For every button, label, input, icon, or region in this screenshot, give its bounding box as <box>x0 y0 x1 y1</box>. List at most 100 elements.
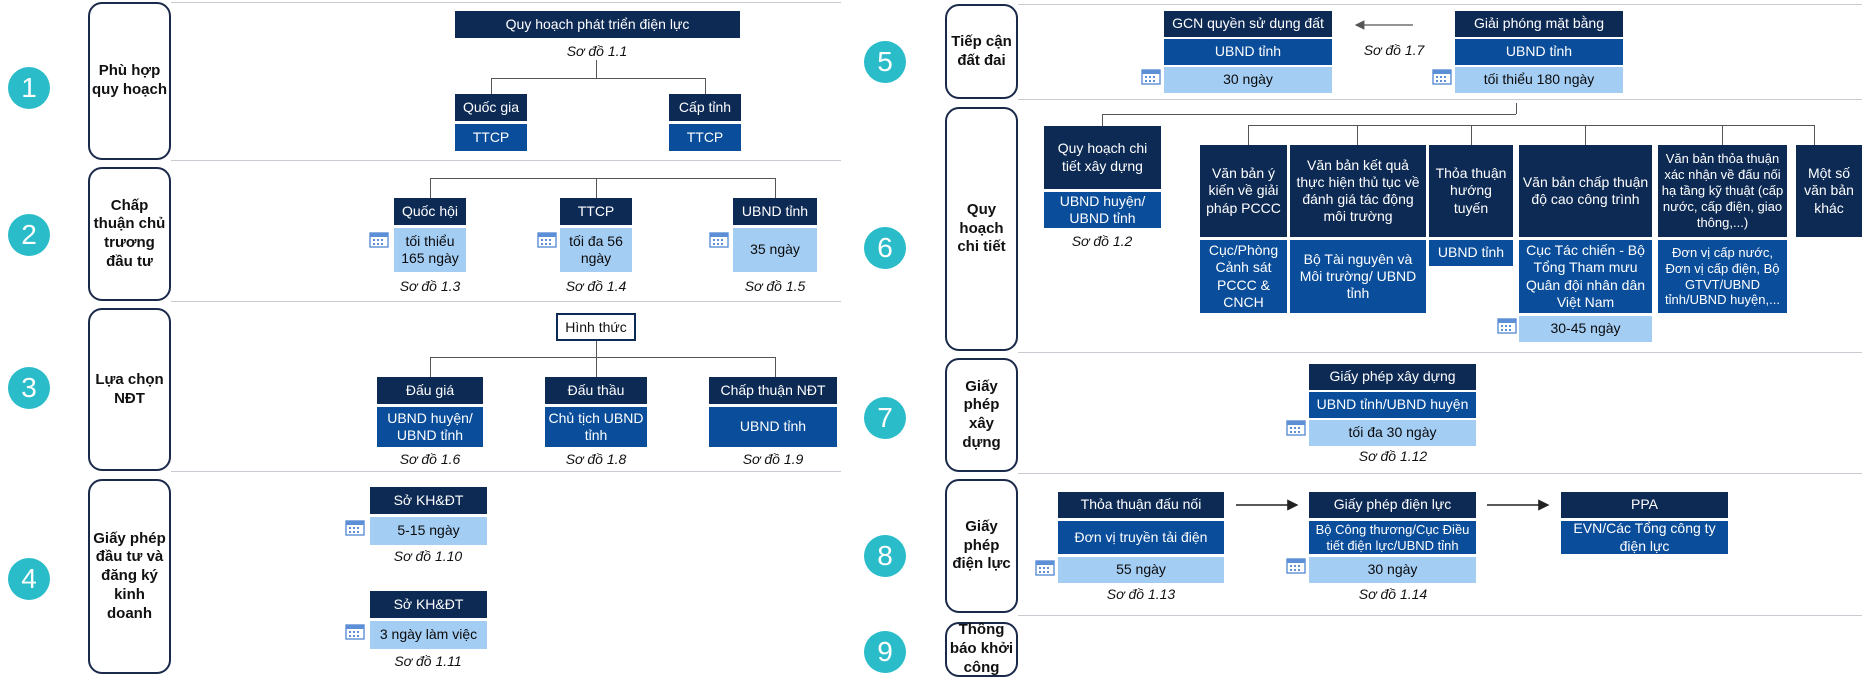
stage-label-2: Chấp thuận chủ trương đầu tư <box>88 167 171 301</box>
auction-box: Đấu giá <box>377 377 483 404</box>
calendar-icon <box>1141 69 1161 85</box>
route-authority-box: UBND tỉnh <box>1429 240 1513 266</box>
connector <box>705 78 706 94</box>
stage-label-3: Lựa chọn NĐT <box>88 308 171 471</box>
row-divider <box>171 160 841 161</box>
land-use-certificate-box: GCN quyền sử dụng đất <box>1164 11 1332 37</box>
calendar-icon <box>537 232 557 248</box>
connector <box>775 178 776 198</box>
stage-label-6: Quy hoạch chi tiết <box>945 107 1018 351</box>
connector <box>1357 125 1358 145</box>
connector <box>430 357 431 377</box>
connector <box>430 178 431 198</box>
dpi-time-2: 3 ngày làm việc <box>370 621 487 649</box>
planning-top-box: Quy hoạch phát triển điện lực <box>455 11 740 38</box>
connector <box>596 357 597 377</box>
calendar-icon <box>1286 558 1306 574</box>
bidding-authority-box: Chủ tịch UBND tỉnh <box>545 407 647 447</box>
connector <box>1102 114 1103 126</box>
step-number-9: 9 <box>864 631 906 673</box>
connector <box>430 357 775 358</box>
other-documents-box: Một số văn bản khác <box>1796 145 1862 237</box>
connector <box>596 60 597 78</box>
calendar-icon <box>1035 560 1055 576</box>
stage-label-7: Giấy phép xây dựng <box>945 358 1018 472</box>
connector <box>1585 125 1586 145</box>
diagram-caption: Sơ đồ 1.3 <box>399 278 461 294</box>
connector <box>1471 125 1472 145</box>
connector <box>430 178 775 179</box>
electricity-license-time: 30 ngày <box>1309 557 1476 583</box>
ppa-authority-box: EVN/Các Tổng công ty điện lực <box>1561 520 1728 554</box>
infrastructure-authority-box: Đơn vị cấp nước, Đơn vị cấp điện, Bộ GTV… <box>1658 240 1787 313</box>
grid-connection-authority-box: Đơn vị truyền tải điện <box>1058 521 1224 554</box>
connector <box>1722 125 1723 145</box>
step-number-3: 3 <box>8 367 50 409</box>
fire-safety-authority-box: Cục/Phòng Cảnh sát PCCC & CNCH <box>1200 240 1287 313</box>
national-assembly-time: tối thiểu 165 ngày <box>394 228 466 272</box>
diagram-caption: Sơ đồ 1.7 <box>1363 42 1425 58</box>
diagram-caption: Sơ đồ 1.14 <box>1358 586 1428 602</box>
connector <box>1248 125 1814 126</box>
step-number-1: 1 <box>8 67 50 109</box>
site-clearance-time: tối thiểu 180 ngày <box>1455 67 1623 93</box>
diagram-caption: Sơ đồ 1.11 <box>394 653 462 669</box>
stage-label-1: Phù hợp quy hoạch <box>88 2 171 160</box>
government-box: TTCP <box>560 198 632 225</box>
government-time: tối đa 56 ngày <box>560 228 632 272</box>
calendar-icon <box>1497 318 1517 334</box>
diagram-caption: Sơ đồ 1.2 <box>1071 233 1133 249</box>
connector <box>1248 125 1249 145</box>
row-divider <box>1018 352 1862 353</box>
stage-label-8: Giấy phép điện lực <box>945 479 1018 613</box>
environmental-authority-box: Bộ Tài nguyên và Môi trường/ UBND tỉnh <box>1290 240 1426 313</box>
diagram-caption: Sơ đồ 1.13 <box>1106 586 1176 602</box>
detailed-plan-authority-box: UBND huyện/ UBND tỉnh <box>1044 192 1161 228</box>
national-box: Quốc gia <box>455 94 527 121</box>
land-use-authority-box: UBND tỉnh <box>1164 39 1332 65</box>
diagram-caption: Sơ đồ 1.5 <box>744 278 806 294</box>
ppa-box: PPA <box>1561 492 1728 518</box>
diagram-caption: Sơ đồ 1.10 <box>393 548 463 564</box>
stage-label-5: Tiếp cận đất đai <box>945 4 1018 99</box>
calendar-icon <box>345 520 365 536</box>
row-divider <box>1018 473 1862 474</box>
national-authority-box: TTCP <box>455 124 527 151</box>
connector <box>491 78 492 94</box>
fire-safety-opinion-box: Văn bản ý kiến về giải pháp PCCC <box>1200 145 1287 237</box>
provincial-box: Cấp tỉnh <box>669 94 741 121</box>
construction-permit-authority-box: UBND tỉnh/UBND huyện <box>1309 392 1476 418</box>
diagram-caption: Sơ đồ 1.8 <box>565 451 627 467</box>
detailed-construction-plan-box: Quy hoạch chi tiết xây dựng <box>1044 126 1161 189</box>
connector <box>1102 114 1516 115</box>
stage-label-9: Thông báo khởi công <box>945 621 1018 677</box>
diagram-caption: Sơ đồ 1.9 <box>742 451 804 467</box>
diagram-caption: Sơ đồ 1.12 <box>1358 448 1428 464</box>
dpi-time-1: 5-15 ngày <box>370 517 487 545</box>
row-divider <box>171 301 841 302</box>
calendar-icon <box>345 624 365 640</box>
step-number-7: 7 <box>864 397 906 439</box>
calendar-icon <box>369 232 389 248</box>
row-divider <box>171 2 841 3</box>
connector <box>491 78 705 79</box>
environmental-impact-box: Văn bản kết quả thực hiện thủ tục về đán… <box>1290 145 1426 237</box>
site-clearance-box: Giải phóng mặt bằng <box>1455 11 1623 37</box>
electricity-license-authority-box: Bộ Công thương/Cục Điều tiết điện lực/UB… <box>1309 521 1476 554</box>
connector <box>596 341 597 357</box>
step-number-8: 8 <box>864 535 906 577</box>
stage-label-4: Giấy phép đầu tư và đăng ký kinh doanh <box>88 479 171 674</box>
calendar-icon <box>709 232 729 248</box>
construction-permit-time: tối đa 30 ngày <box>1309 420 1476 446</box>
diagram-caption: Sơ đồ 1.4 <box>565 278 627 294</box>
diagram-caption: Sơ đồ 1.1 <box>566 43 628 59</box>
row-divider <box>1018 615 1862 616</box>
row-divider <box>1018 99 1862 100</box>
grid-connection-box: Thỏa thuận đấu nối <box>1058 492 1224 518</box>
selection-form-box: Hình thức <box>556 313 636 341</box>
row-divider <box>1018 4 1862 5</box>
calendar-icon <box>1432 69 1452 85</box>
connector <box>1814 125 1815 145</box>
step-number-4: 4 <box>8 558 50 600</box>
construction-permit-box: Giấy phép xây dựng <box>1309 364 1476 390</box>
